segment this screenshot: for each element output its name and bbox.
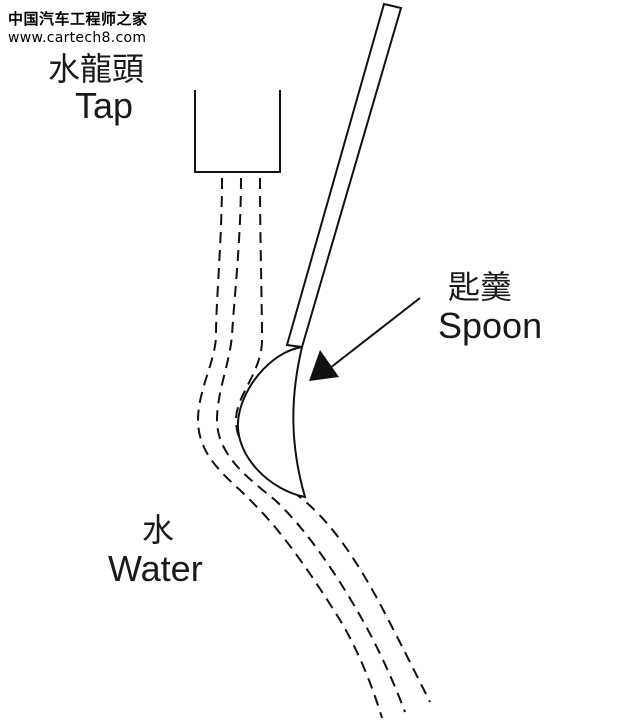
tap-outline [195,90,280,172]
spoon-label-english: Spoon [438,305,542,347]
watermark-site-name: 中国汽车工程师之家 [8,8,148,29]
tap-label-chinese: 水龍頭 [48,44,144,90]
water-label-chinese: 水 [142,505,174,551]
tap-label-english: Tap [75,85,133,127]
water-label-english: Water [108,548,203,590]
spoon-handle [287,4,401,347]
spoon-label-chinese: 匙羹 [448,262,512,308]
spoon-pointer-line [330,298,420,368]
spoon-bowl [238,347,305,497]
